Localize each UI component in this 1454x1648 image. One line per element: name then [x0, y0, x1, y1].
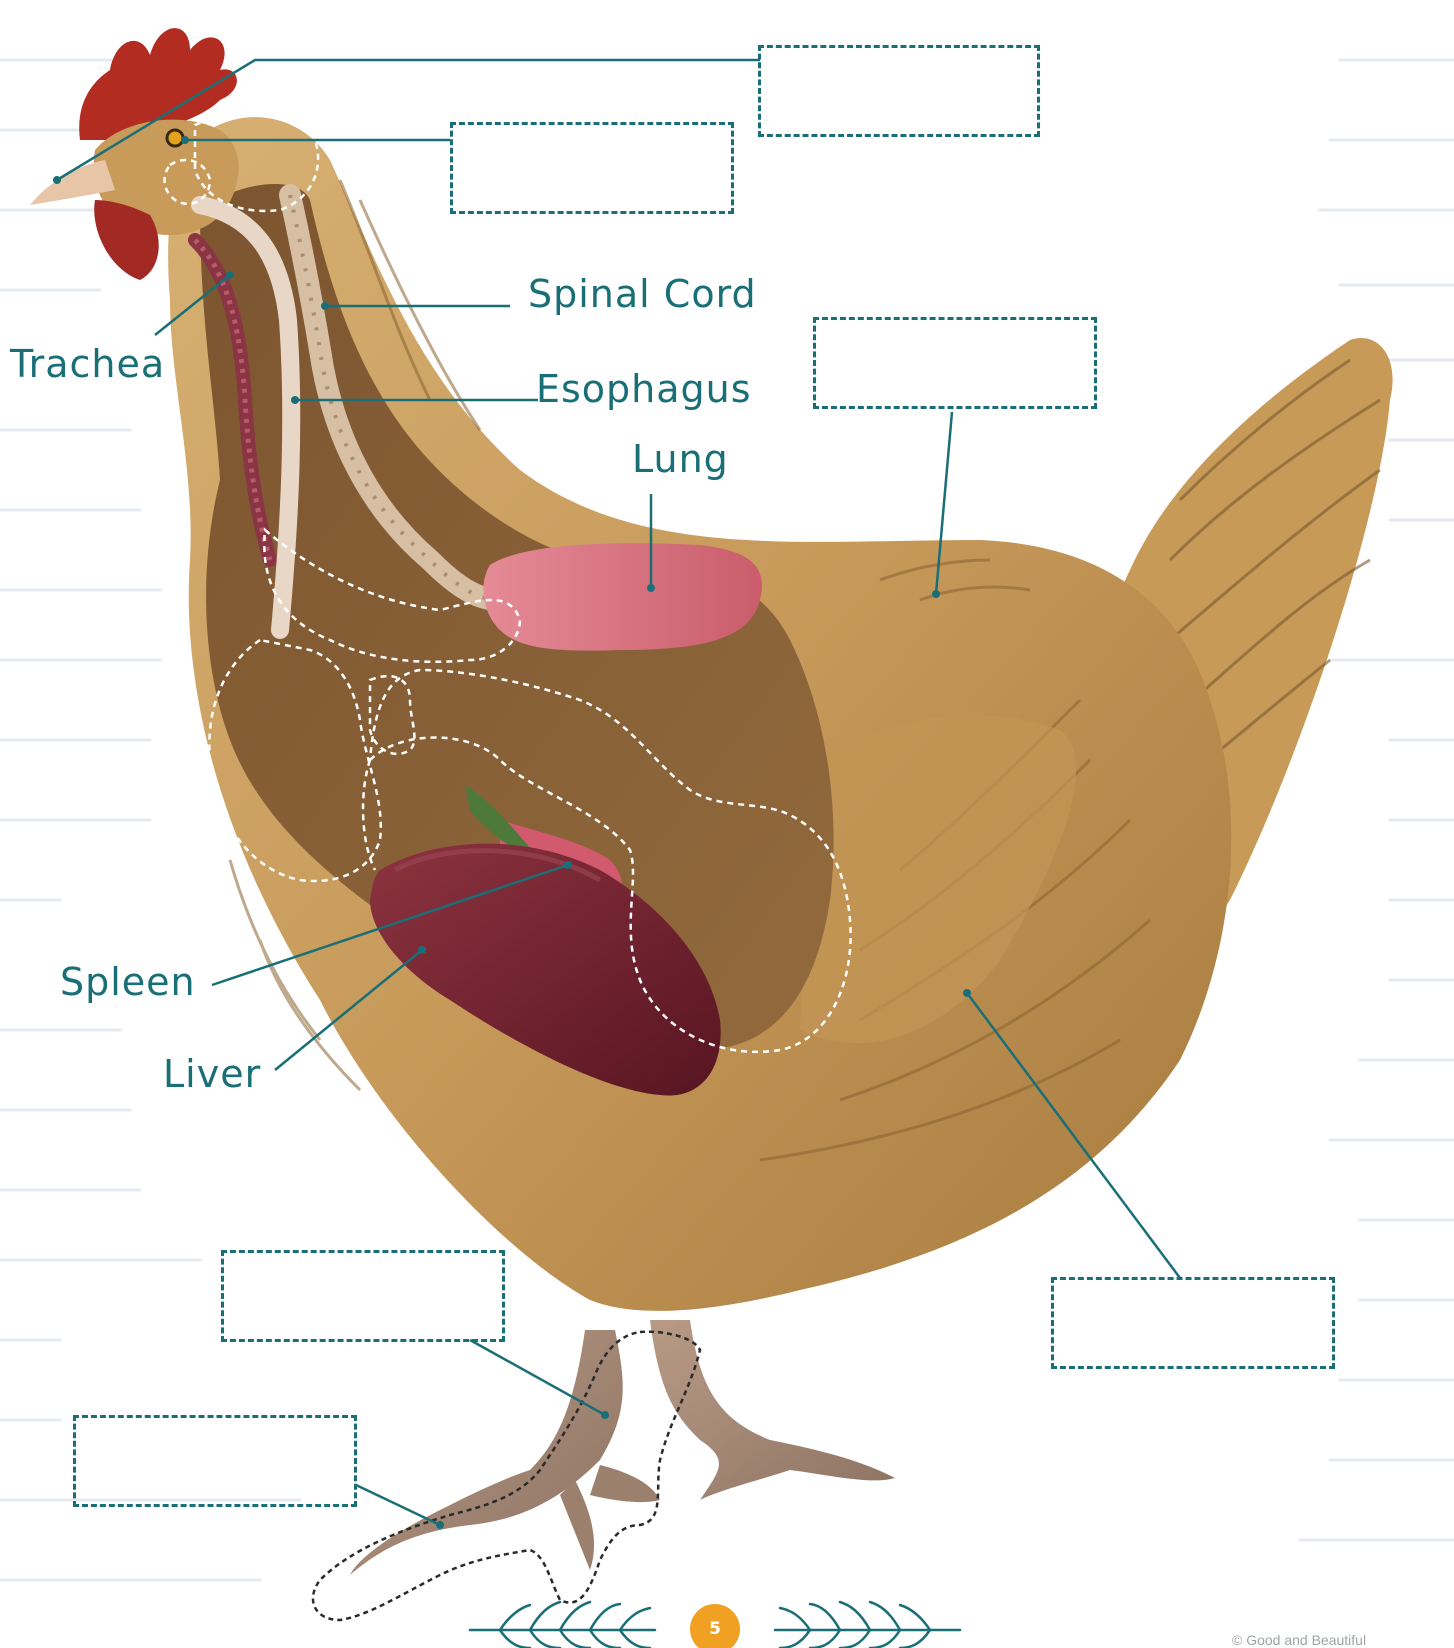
label-liver: Liver	[163, 1055, 261, 1093]
answer-box-wing[interactable]	[1051, 1277, 1335, 1369]
footer-branch-right	[775, 1602, 960, 1648]
answer-box-brain[interactable]	[450, 122, 734, 214]
copyright-text: © Good and Beautiful	[1232, 1632, 1366, 1648]
dashed-leg-outlines	[313, 1332, 700, 1620]
page-number-badge: 5	[690, 1604, 740, 1648]
label-trachea: Trachea	[10, 345, 165, 383]
label-spleen: Spleen	[60, 963, 196, 1001]
eye	[167, 130, 183, 146]
label-spinal-cord: Spinal Cord	[528, 275, 757, 313]
lung	[483, 543, 762, 650]
legs	[350, 1320, 895, 1575]
answer-box-foot[interactable]	[73, 1415, 357, 1507]
footer-branch-left	[470, 1602, 655, 1648]
answer-box-comb[interactable]	[758, 45, 1040, 137]
answer-box-feathers[interactable]	[813, 317, 1097, 409]
label-esophagus: Esophagus	[536, 370, 752, 408]
answer-box-leg[interactable]	[221, 1250, 505, 1342]
label-lung: Lung	[632, 440, 729, 478]
